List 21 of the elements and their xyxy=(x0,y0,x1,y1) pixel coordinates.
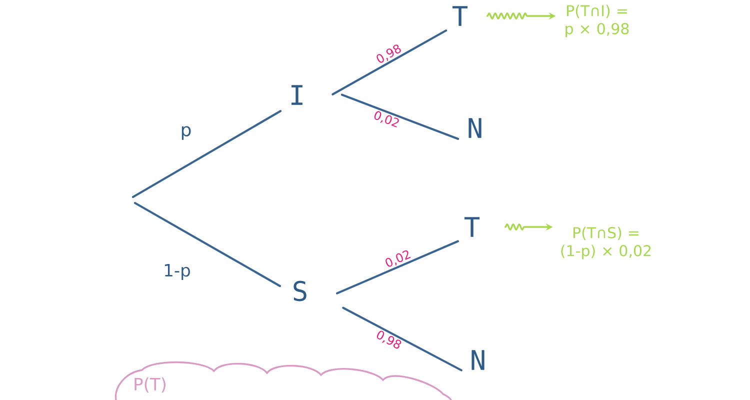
event-label: I xyxy=(292,85,302,105)
branch-line xyxy=(342,306,462,372)
event-label: S xyxy=(294,280,306,302)
event-label: N xyxy=(468,118,482,138)
probability-formula: P(T∩S) = (1-p) × 0,02 xyxy=(561,226,651,260)
cloud-bubble: P(T) xyxy=(114,361,452,400)
event-label: T xyxy=(452,6,468,26)
edge-label: 0,98 xyxy=(373,42,404,67)
event-label: N xyxy=(472,350,484,370)
edge-label: p xyxy=(179,125,193,141)
edge-label: 1-p xyxy=(162,263,192,281)
edge-label: 0,02 xyxy=(382,248,414,270)
edge-label: 0,98 xyxy=(373,328,404,352)
branch-line xyxy=(132,110,282,198)
edge-label: 0,02 xyxy=(370,108,402,130)
branch-line xyxy=(336,240,459,294)
probability-formula: P(T∩I) = p × 0,98 xyxy=(566,4,629,38)
event-label: T xyxy=(464,217,480,237)
branch-line xyxy=(332,29,448,96)
branch-line xyxy=(340,94,460,140)
branch-line xyxy=(134,202,282,288)
